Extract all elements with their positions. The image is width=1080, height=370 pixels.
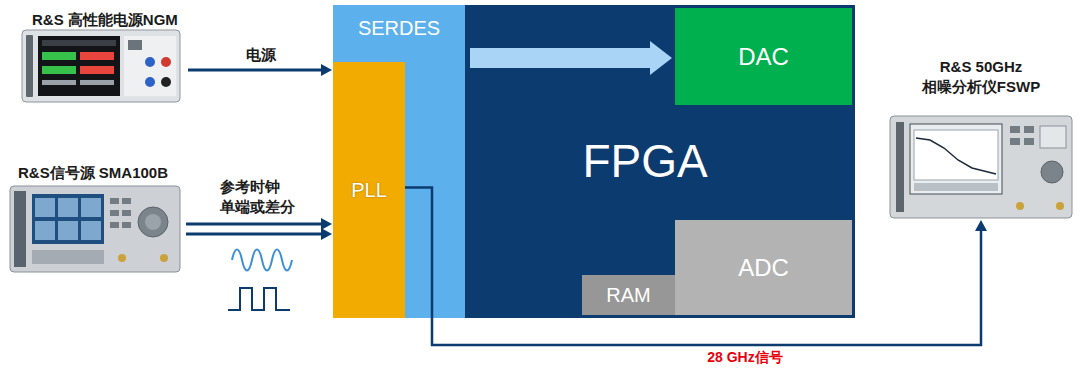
phase-noise-analyzer-picture-part: [1016, 202, 1024, 210]
signal-source-picture-part: [145, 214, 161, 230]
power-supply-picture-part: [128, 40, 142, 50]
square-wave-symbol: [228, 288, 290, 310]
serdes-band: SERDES PLL: [333, 5, 465, 318]
signal-source-picture-part: [122, 222, 131, 228]
square-wave-symbol-part: [228, 288, 290, 310]
connector: [188, 64, 332, 76]
arrow-head: [321, 64, 332, 76]
pll-block: PLL: [333, 62, 405, 318]
power-supply-picture-part: [42, 40, 116, 46]
instrument: R&S信号源 SMA100B: [8, 163, 184, 273]
power-supply-picture-part: [161, 77, 171, 87]
phase-noise-analyzer-picture-part: [1010, 126, 1020, 133]
block-label: RAM: [606, 282, 650, 308]
phase-noise-analyzer-picture-part: [914, 130, 998, 180]
phase-noise-analyzer-picture-part: [1010, 138, 1020, 145]
connector-line: [188, 69, 322, 72]
instrument-name: R&S 高性能电源NGM: [32, 10, 178, 30]
bus-arrow: [470, 41, 672, 75]
signal-source-picture-part: [110, 222, 119, 228]
signal-source-picture-part: [160, 254, 168, 262]
power-supply-picture-part: [145, 57, 155, 67]
power-supply-picture-part: [124, 36, 176, 96]
power-supply-picture-part: [26, 35, 33, 97]
signal-source-picture-part: [32, 194, 104, 244]
signal-source-picture-part: [110, 198, 119, 204]
phase-noise-analyzer-picture: [890, 116, 1072, 218]
arrow-head: [975, 220, 987, 231]
block-label: DAC: [738, 41, 789, 72]
connector-line: [405, 187, 981, 345]
phase-noise-analyzer-picture-part: [1024, 126, 1034, 133]
dac-block: DAC: [675, 8, 852, 105]
block-label: FPGA: [582, 132, 707, 192]
signal-source-picture-part: [10, 186, 180, 272]
power-supply-picture-part: [80, 80, 114, 85]
signal-source-picture-part: [81, 221, 101, 240]
signal-source-picture-part: [110, 210, 119, 216]
sine-wave-symbol-part: [232, 250, 292, 271]
block-label: PLL: [351, 177, 387, 203]
signal-source-picture-part: [35, 221, 55, 240]
arrow-head: [321, 218, 332, 230]
phase-noise-analyzer-picture-part: [1041, 161, 1063, 183]
signal-source-picture-part: [32, 250, 104, 264]
connector-label: 电源: [246, 45, 276, 65]
signal-source-picture-part: [14, 191, 26, 267]
block-label: SERDES: [358, 15, 440, 41]
connector: [405, 187, 987, 345]
signal-source-picture: [10, 186, 180, 272]
block-label: ADC: [738, 252, 789, 283]
power-supply-picture-part: [22, 30, 180, 102]
signal-source-picture-part: [81, 198, 101, 217]
phase-noise-analyzer-picture-part: [914, 183, 998, 191]
power-supply-picture: [22, 30, 180, 102]
ram-block: RAM: [582, 275, 675, 315]
signal-source-picture-part: [122, 210, 131, 216]
power-supply-picture-part: [145, 77, 155, 87]
phase-noise-analyzer-picture-part: [1056, 202, 1064, 210]
phase-noise-analyzer-picture-part: [890, 116, 1072, 218]
signal-source-picture-part: [58, 198, 78, 217]
phase-noise-analyzer-picture-part: [1040, 126, 1066, 148]
connector-line: [186, 233, 322, 236]
connector-line: [186, 223, 322, 226]
edge-label: 电源: [246, 45, 276, 65]
phase-noise-analyzer-picture-part: [910, 124, 1002, 194]
power-supply-picture-part: [80, 52, 114, 60]
power-supply-picture-part: [42, 80, 76, 85]
phase-noise-analyzer-picture-part: [1024, 138, 1034, 145]
signal-source-picture-part: [138, 207, 168, 237]
power-supply-picture-part: [161, 57, 171, 67]
phase-noise-analyzer-picture-part: [896, 122, 904, 212]
edge-label: 28 GHz信号: [707, 348, 782, 366]
arrow-head: [321, 228, 332, 240]
edge-label: 参考时钟 单端或差分: [220, 177, 312, 216]
power-supply-picture-part: [38, 36, 120, 96]
signal-source-picture-part: [118, 254, 126, 262]
instrument: R&S 50GHz 相噪分析仪FSWP: [885, 55, 1077, 218]
power-supply-picture-part: [42, 66, 76, 74]
instrument: R&S 高性能电源NGM: [20, 8, 188, 102]
power-supply-picture-part: [42, 52, 76, 60]
connector: [470, 41, 672, 75]
phase-noise-analyzer-picture-part: [916, 138, 996, 174]
connector-label: 28 GHz信号: [707, 348, 782, 366]
signal-source-picture-part: [122, 198, 131, 204]
instrument-name: R&S 50GHz 相噪分析仪FSWP: [901, 57, 1061, 96]
power-supply-picture-part: [80, 66, 114, 74]
connector: [186, 218, 332, 240]
sine-wave-symbol: [232, 250, 292, 271]
instrument-name: R&S信号源 SMA100B: [18, 163, 168, 183]
signal-source-picture-part: [35, 198, 55, 217]
signal-source-picture-part: [58, 221, 78, 240]
adc-block: ADC: [675, 220, 852, 315]
connector-label: 参考时钟 单端或差分: [220, 177, 312, 216]
